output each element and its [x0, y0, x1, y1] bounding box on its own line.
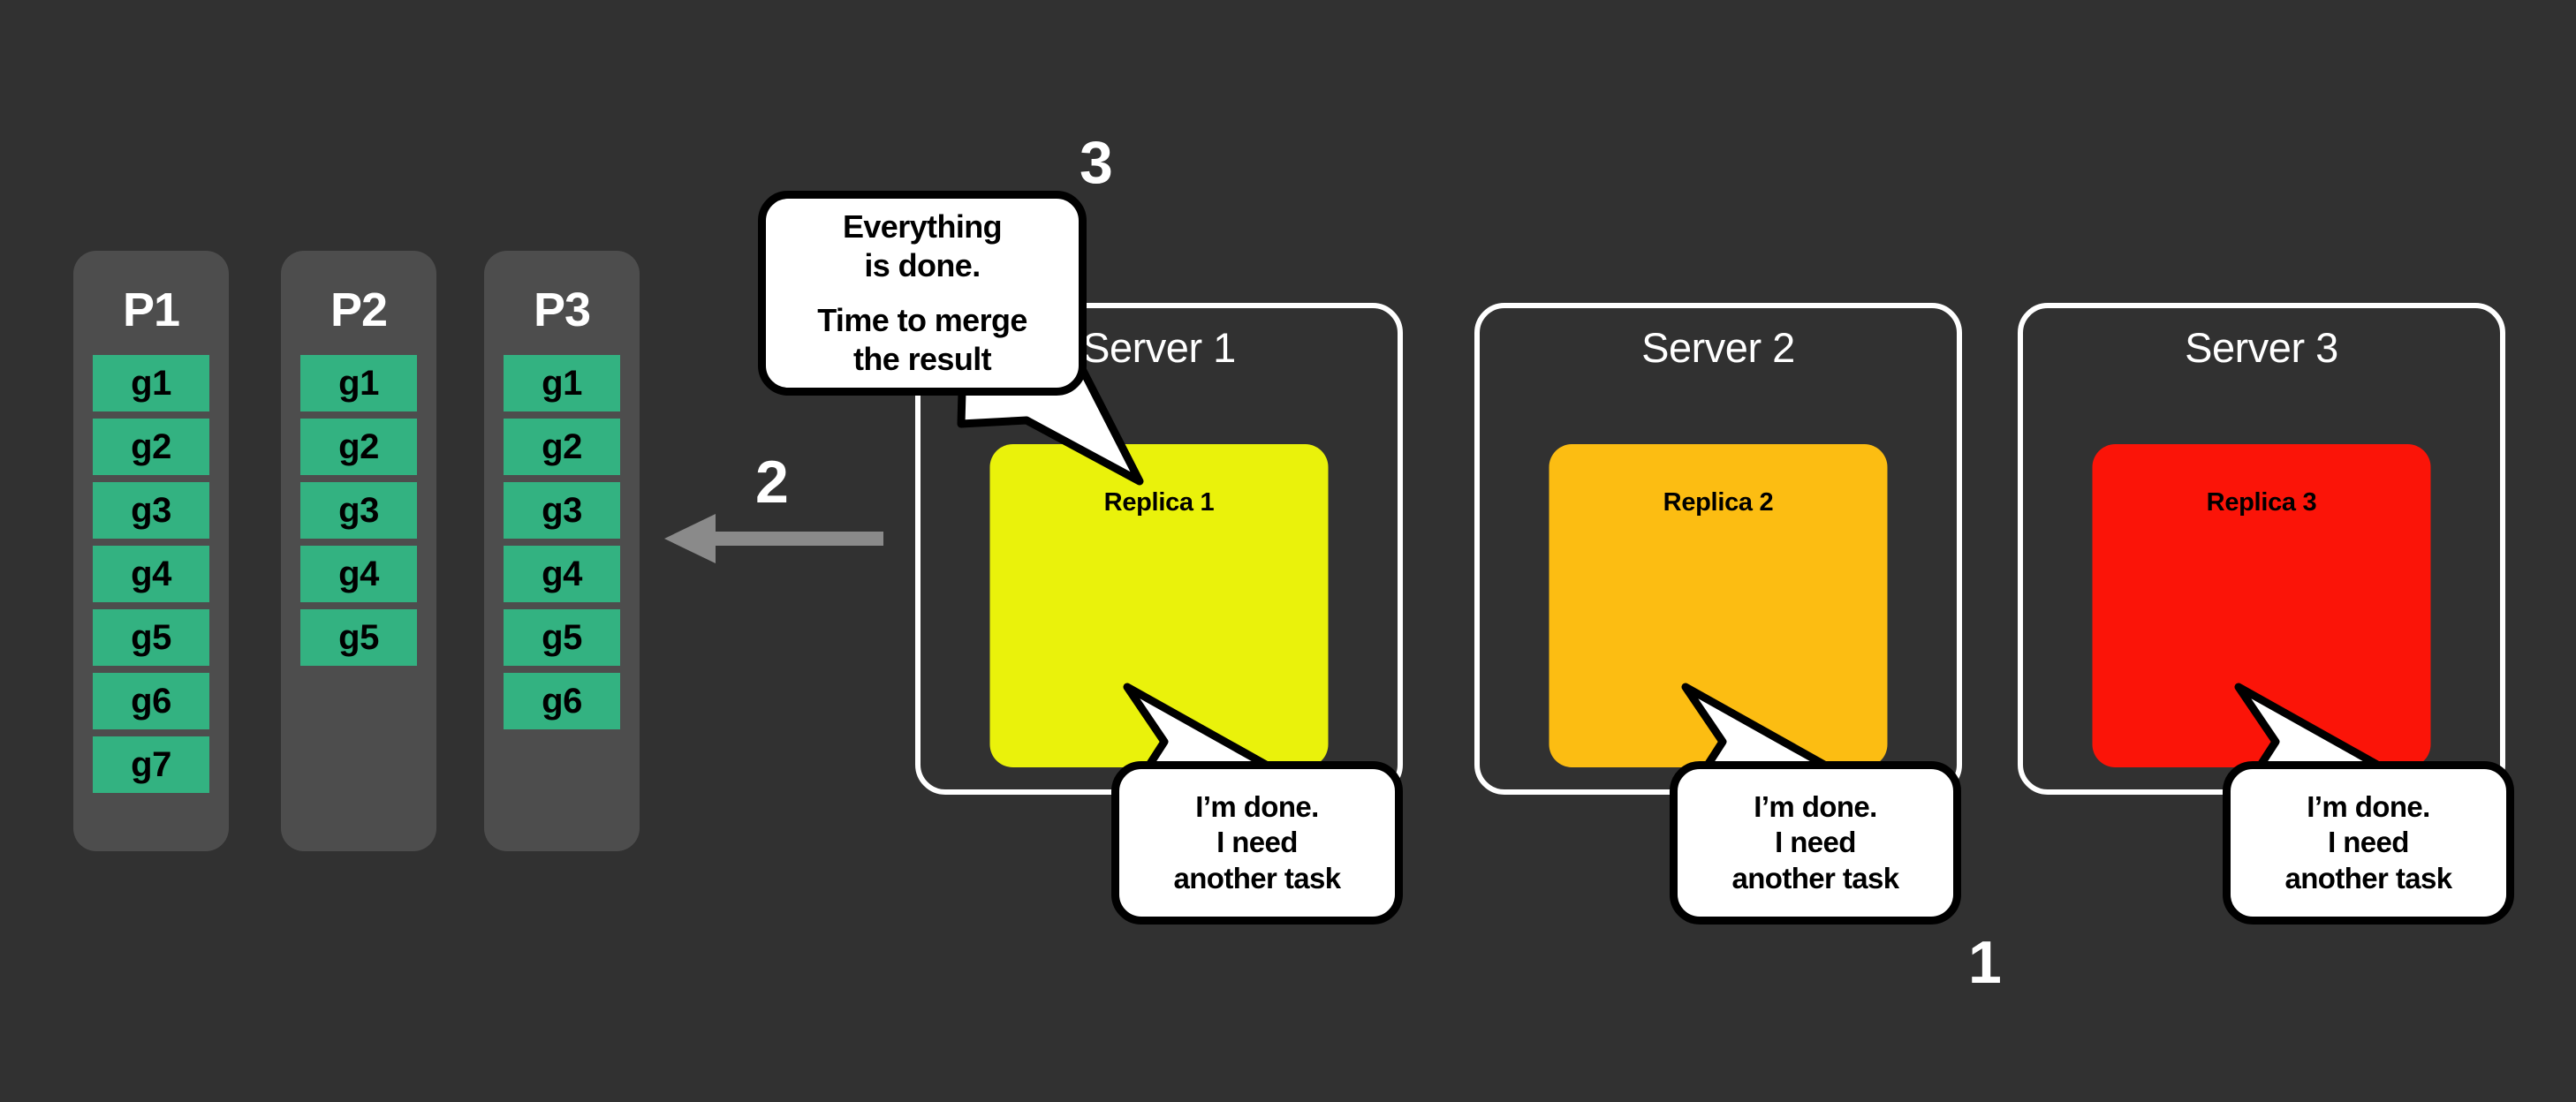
- bubble-line: the result: [852, 340, 992, 377]
- group-cell: g1: [504, 355, 620, 411]
- group-cell: g5: [93, 609, 209, 666]
- group-cell: g5: [300, 609, 417, 666]
- done-speech-bubble-3: I’m done. I need another task: [2223, 761, 2514, 925]
- bubble-line: another task: [1731, 861, 1899, 894]
- bubble-line: another task: [1173, 861, 1341, 894]
- group-cell: g4: [504, 546, 620, 602]
- step-number-three: 3: [1080, 129, 1113, 196]
- done-speech-bubble-2: I’m done. I need another task: [1670, 761, 1961, 925]
- partition-p3: P3 g1 g2 g3 g4 g5 g6: [484, 251, 640, 851]
- replica-3-box: Replica 3: [2092, 444, 2431, 767]
- group-cell: g5: [504, 609, 620, 666]
- replica-label: Replica 1: [1103, 488, 1215, 517]
- merge-speech-bubble: Everything is done. Time to merge the re…: [758, 191, 1087, 396]
- partition-group-list: g1 g2 g3 g4 g5 g6: [484, 355, 640, 729]
- group-cell: g2: [93, 419, 209, 475]
- partition-title: P3: [533, 283, 591, 336]
- bubble-line: I need: [1216, 826, 1298, 859]
- group-cell: g3: [93, 482, 209, 539]
- group-cell: g4: [93, 546, 209, 602]
- bubble-line: I’m done.: [2307, 790, 2430, 824]
- merge-arrow-icon: [664, 514, 883, 563]
- partition-group-list: g1 g2 g3 g4 g5: [281, 355, 436, 666]
- bubble-line: Time to merge: [817, 302, 1027, 338]
- group-cell: g1: [93, 355, 209, 411]
- group-cell: g6: [93, 673, 209, 729]
- step-number-one: 1: [1968, 929, 2002, 996]
- step-number-two: 2: [755, 449, 789, 516]
- group-cell: g2: [504, 419, 620, 475]
- done-speech-bubble-1: I’m done. I need another task: [1111, 761, 1403, 925]
- group-cell: g6: [504, 673, 620, 729]
- group-cell: g3: [504, 482, 620, 539]
- server-title: Server 2: [1641, 324, 1795, 371]
- server-title: Server 3: [2185, 324, 2338, 371]
- bubble-line: I’m done.: [1195, 790, 1319, 824]
- replica-1-box: Replica 1: [989, 444, 1329, 767]
- group-cell: g7: [93, 736, 209, 793]
- partition-p1: P1 g1 g2 g3 g4 g5 g6 g7: [73, 251, 229, 851]
- partition-title: P1: [122, 283, 180, 336]
- bubble-line: Everything: [842, 208, 1003, 245]
- partition-group-list: g1 g2 g3 g4 g5 g6 g7: [73, 355, 229, 793]
- server-2-box: Server 2 Replica 2: [1474, 303, 1962, 795]
- bubble-line: is done.: [864, 247, 981, 284]
- bubble-line: another task: [2284, 861, 2452, 894]
- bubble-line: I need: [2328, 826, 2409, 859]
- replica-label: Replica 3: [2206, 488, 2317, 517]
- partition-title: P2: [330, 283, 388, 336]
- group-cell: g2: [300, 419, 417, 475]
- replica-label: Replica 2: [1663, 488, 1774, 517]
- partition-p2: P2 g1 g2 g3 g4 g5: [281, 251, 436, 851]
- group-cell: g3: [300, 482, 417, 539]
- server-3-box: Server 3 Replica 3: [2018, 303, 2505, 795]
- bubble-line: I need: [1775, 826, 1856, 859]
- replica-2-box: Replica 2: [1549, 444, 1888, 767]
- group-cell: g1: [300, 355, 417, 411]
- group-cell: g4: [300, 546, 417, 602]
- bubble-line: I’m done.: [1754, 790, 1877, 824]
